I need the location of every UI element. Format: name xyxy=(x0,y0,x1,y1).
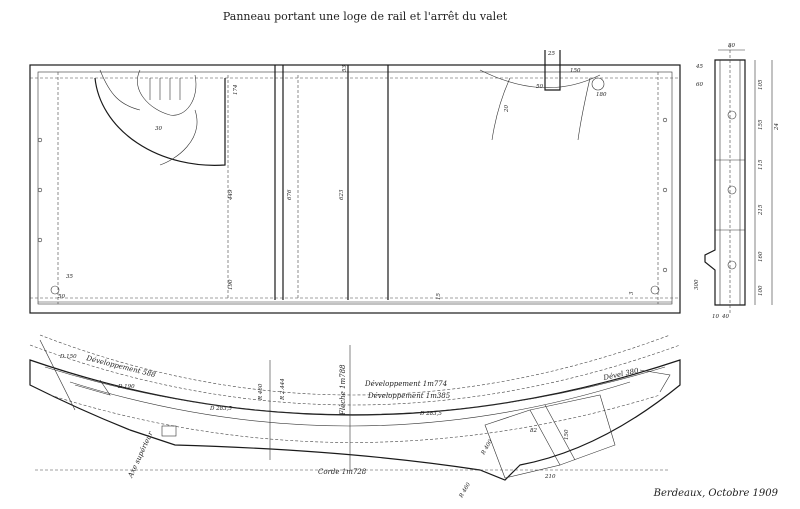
label-dev-1385: Développement 1m385 xyxy=(367,392,451,400)
label-corde: Corde 1m728 xyxy=(318,468,367,476)
dim-3: 3 xyxy=(629,291,635,295)
dim-d190: D 190 xyxy=(117,384,135,390)
valet-stop-post xyxy=(544,50,561,91)
rivet xyxy=(37,187,43,193)
dim-60: 60 xyxy=(696,82,703,88)
side-hole xyxy=(727,260,737,270)
rivet xyxy=(662,267,668,273)
side-section-outline xyxy=(704,59,746,306)
dim-82: 82 xyxy=(530,428,537,434)
dim-150: 150 xyxy=(570,68,581,74)
valet-stop-leg-right xyxy=(577,77,591,141)
label-devel-380: Dével 380 xyxy=(602,367,640,383)
panel-outline xyxy=(29,64,681,314)
dim-d2833a: D 283,5 xyxy=(209,406,232,412)
dim-180: 180 xyxy=(596,92,607,98)
dim-105: 105 xyxy=(758,79,764,90)
dim-r2: R 2.444 xyxy=(280,378,286,401)
rivet xyxy=(37,137,43,143)
label-fleche: Flèche 1m788 xyxy=(339,364,347,416)
dim-100: 100 xyxy=(758,285,764,296)
dim-676: 676 xyxy=(287,189,293,200)
dim-20: 20 xyxy=(504,105,510,113)
dim-215: 215 xyxy=(758,204,764,216)
dim-115: 115 xyxy=(758,159,764,170)
dim-210: 210 xyxy=(544,474,556,480)
dim-d2833b: D 283,5 xyxy=(419,411,442,417)
dim-35: 35 xyxy=(66,274,73,280)
side-hole xyxy=(727,185,737,195)
valet-stop-hole xyxy=(591,77,605,91)
dim-15: 15 xyxy=(436,293,442,300)
corner-hole xyxy=(650,285,660,295)
rivet xyxy=(37,237,43,243)
dim-25: 25 xyxy=(547,51,555,57)
rail-loge-curve-left xyxy=(99,69,141,111)
dim-10: 10 xyxy=(712,314,719,320)
dim-449: 449 xyxy=(228,189,234,201)
label-dev-1774: Développement 1m774 xyxy=(364,380,447,388)
dim-160: 160 xyxy=(758,251,764,262)
dim-r460b: R 460 xyxy=(458,481,472,499)
dim-155: 155 xyxy=(758,119,764,130)
drawing-title: Panneau portant une loge de rail et l'ar… xyxy=(223,10,508,23)
dim-50b: 50 xyxy=(58,294,65,300)
signature: Berdeaux, Octobre 1909 xyxy=(653,488,779,499)
side-hole xyxy=(727,110,737,120)
dim-30: 30 xyxy=(155,126,162,132)
curved-dash-1 xyxy=(29,344,681,406)
panel-inner-outline xyxy=(37,71,673,305)
rail-loge-hook xyxy=(137,69,197,116)
dim-190: 190 xyxy=(228,279,234,290)
dim-r400: R 400 xyxy=(480,438,494,456)
curved-dash-3 xyxy=(49,394,661,443)
dim-40: 40 xyxy=(721,314,729,320)
dim-r460: R 460 xyxy=(258,383,264,401)
rail-loge-ribs xyxy=(149,78,181,100)
label-axe: Axe supérieur xyxy=(126,430,155,480)
corner-hole xyxy=(50,285,60,295)
dim-45: 45 xyxy=(695,64,703,70)
curved-panel-outline xyxy=(29,359,681,481)
valet-rib xyxy=(544,404,576,461)
dim-24: 24 xyxy=(774,123,780,131)
dim-623: 623 xyxy=(339,189,345,200)
curved-slot xyxy=(161,425,177,437)
dim-d150: D 150 xyxy=(59,354,77,360)
valet-stop-leg-left xyxy=(491,77,511,141)
side-section: 80 45 60 105 155 115 215 160 100 300 40 … xyxy=(694,43,780,320)
rail-loge-curve-right xyxy=(159,109,198,166)
dim-300: 300 xyxy=(694,279,700,290)
curved-dash-2 xyxy=(39,334,671,396)
dim-50: 50 xyxy=(536,84,543,90)
dim-150b: 150 xyxy=(564,429,570,440)
panel-elevation: 174 449 676 623 53 190 15 30 25 150 180 … xyxy=(29,50,681,314)
curved-inner-top xyxy=(44,366,666,415)
dim-80: 80 xyxy=(728,43,735,49)
curved-valet-zone xyxy=(484,409,561,479)
curved-valet-zone-2 xyxy=(529,394,616,466)
end-left-line xyxy=(39,339,76,411)
right-end-detail xyxy=(639,369,671,393)
left-end-detail xyxy=(74,379,111,396)
valet-stop-arc xyxy=(479,69,601,89)
rail-loge-arc xyxy=(94,77,226,166)
label-dev-588: Développement 588 xyxy=(85,354,157,379)
rivet xyxy=(662,117,668,123)
rivet xyxy=(662,187,668,193)
dim-53: 53 xyxy=(342,65,348,72)
curved-development: Développement 588 Développement 1m774 Dé… xyxy=(29,334,681,500)
dim-174: 174 xyxy=(233,84,239,95)
